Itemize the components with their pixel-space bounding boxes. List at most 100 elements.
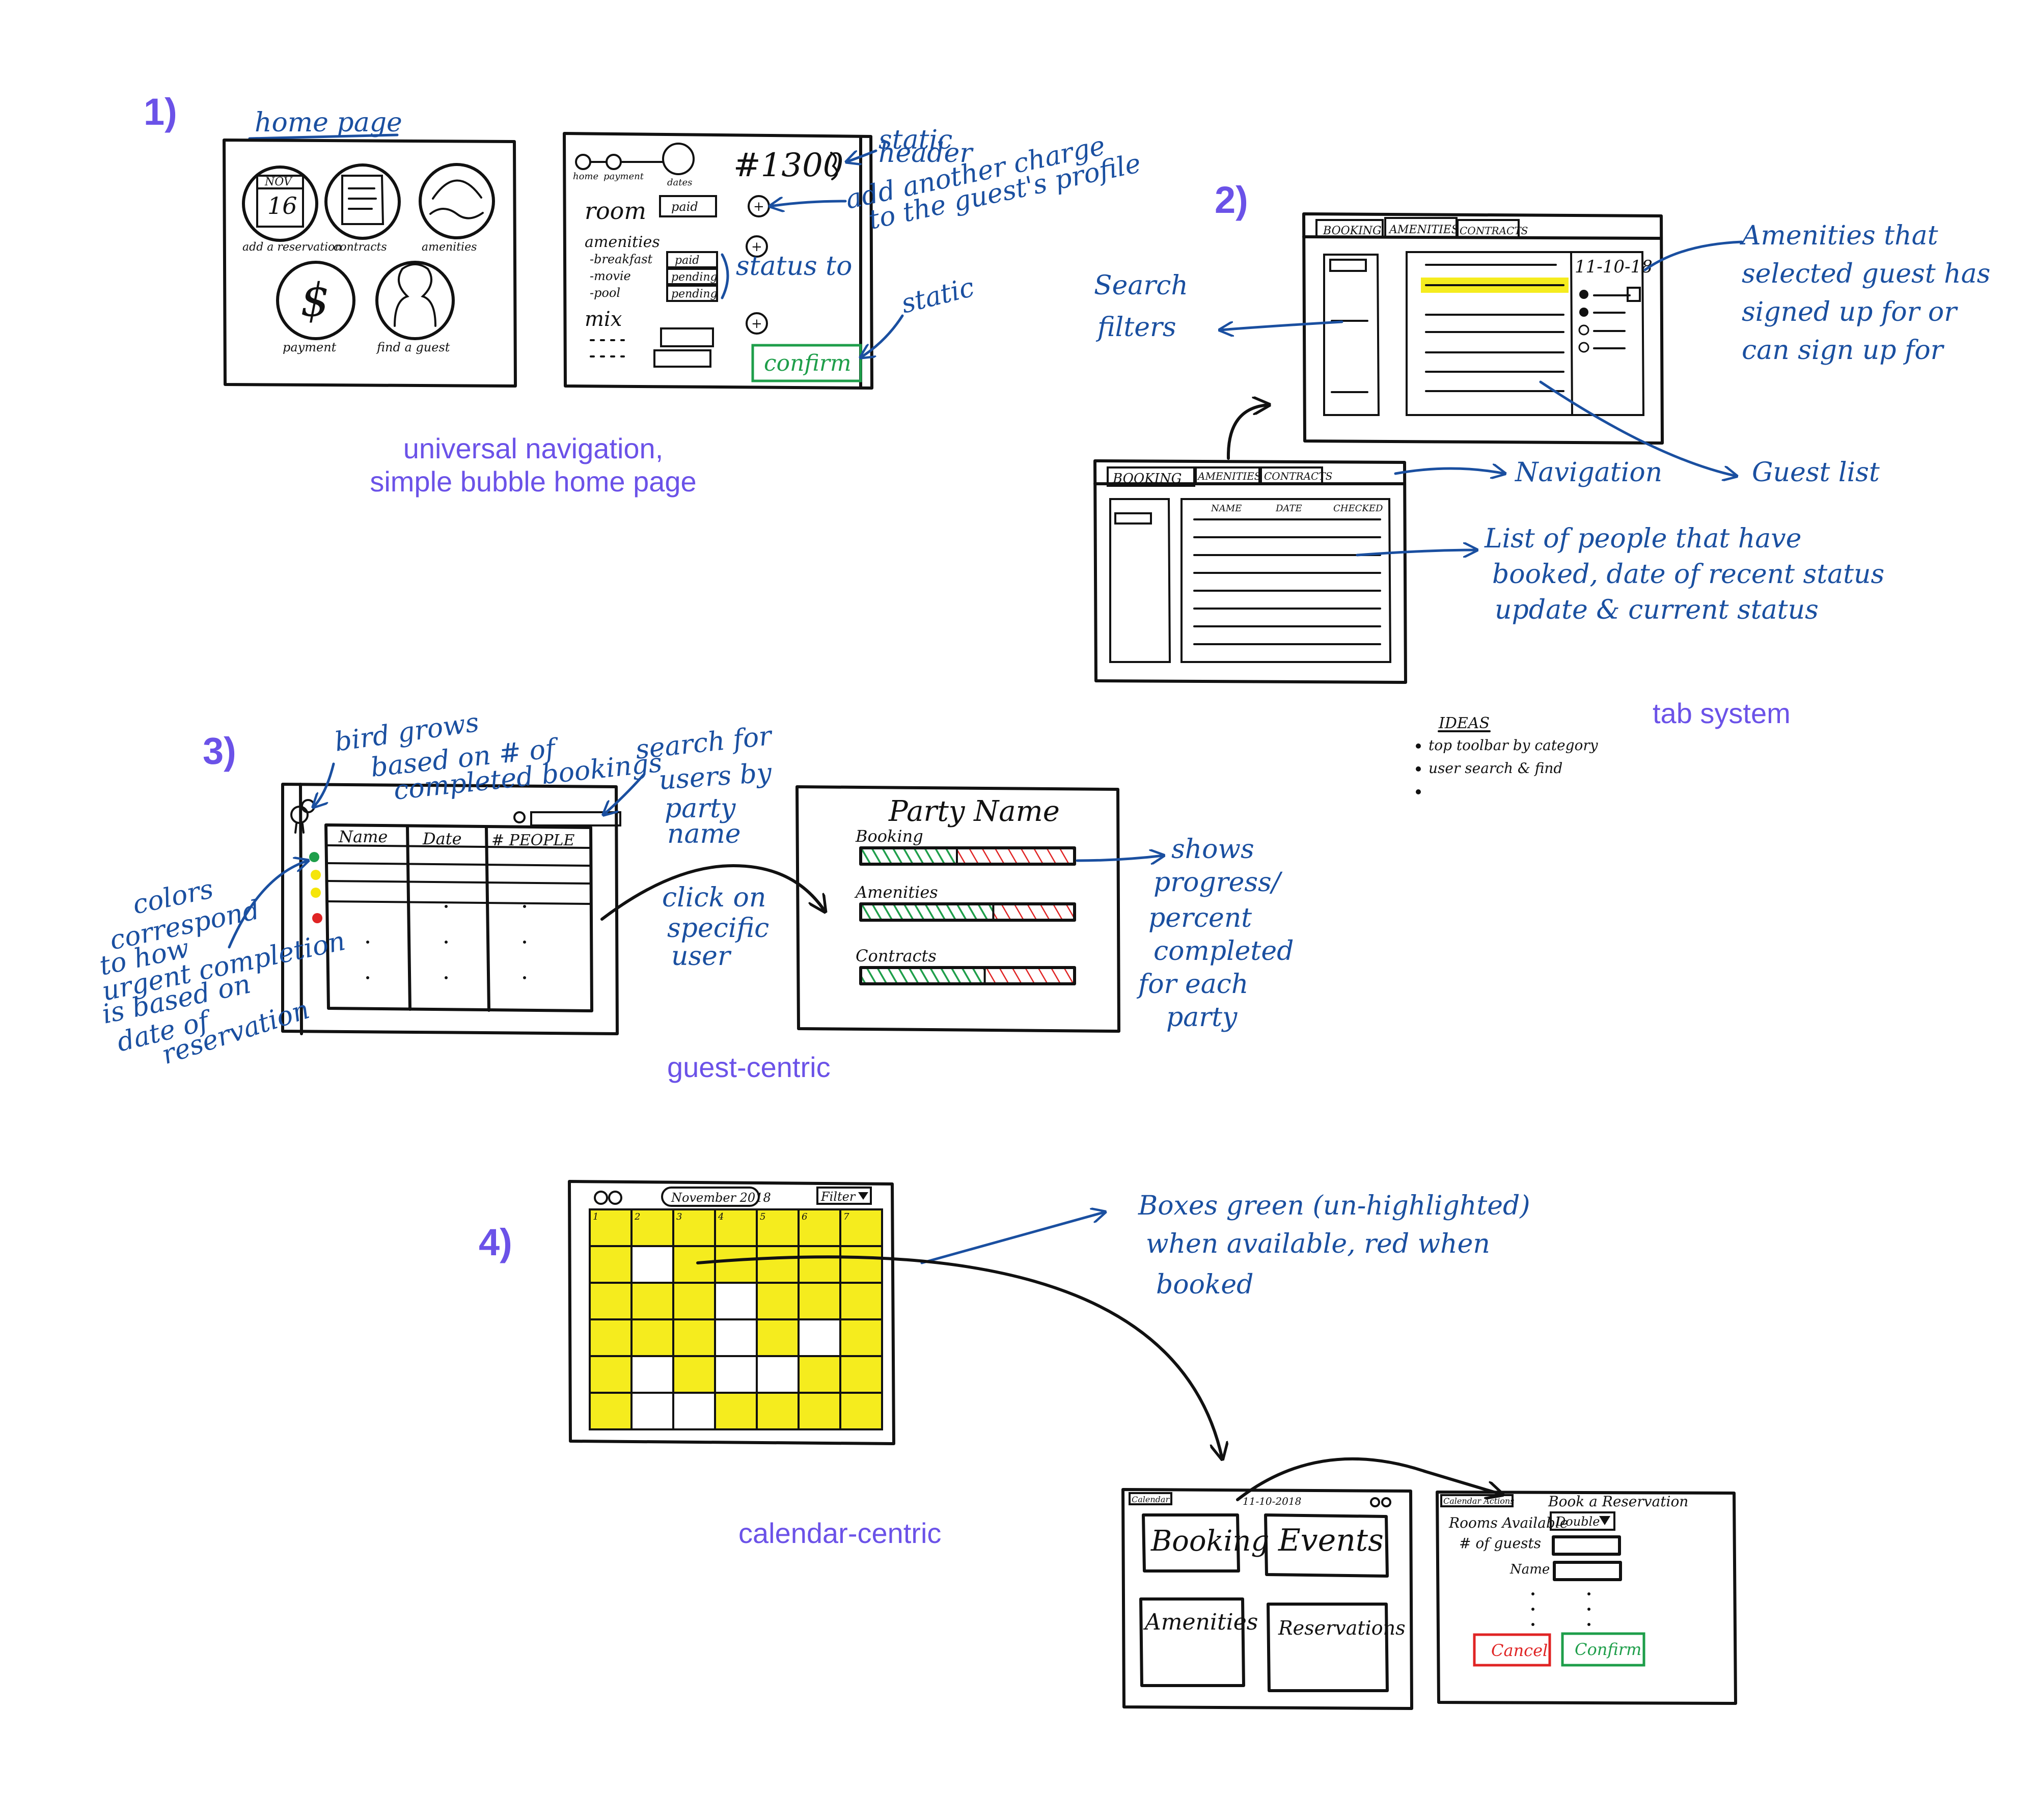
- calendar-day-cell[interactable]: [756, 1245, 800, 1284]
- tile-reservations[interactable]: Reservations: [1267, 1603, 1406, 1692]
- tile-events[interactable]: Events: [1264, 1513, 1389, 1578]
- guests-input[interactable]: [1552, 1535, 1621, 1556]
- bubble-payment[interactable]: $ payment: [276, 261, 355, 354]
- calendar-day-cell[interactable]: [839, 1245, 883, 1284]
- filter-dropdown[interactable]: Filter: [816, 1187, 872, 1205]
- bubble-find-guest[interactable]: find a guest: [375, 261, 455, 354]
- confirm-button[interactable]: confirm: [751, 344, 862, 382]
- calendar-day-cell[interactable]: [589, 1245, 633, 1284]
- calendar-day-cell[interactable]: [756, 1282, 800, 1320]
- calendar-day-cell[interactable]: [630, 1355, 674, 1394]
- calendar-day-cell[interactable]: [589, 1318, 633, 1357]
- tab-booking[interactable]: BOOKING: [1315, 219, 1384, 238]
- note-list: List of people that have: [1484, 523, 1801, 554]
- calendar-day-cell[interactable]: [589, 1208, 633, 1247]
- section-number-3: 3): [203, 730, 236, 772]
- tab-contracts[interactable]: CONTRACTS: [1457, 219, 1528, 238]
- add-charge-misc-button[interactable]: [746, 312, 768, 335]
- back-calendar-actions-button[interactable]: [1440, 1494, 1514, 1507]
- calendar-day-cell[interactable]: [589, 1392, 633, 1430]
- calendar-day-cell[interactable]: [714, 1355, 758, 1394]
- calendar-day-cell[interactable]: [714, 1245, 758, 1284]
- note-search: Search: [1094, 270, 1188, 301]
- calendar-day-cell[interactable]: [672, 1392, 716, 1430]
- room-detail-sketch: home payment dates #1300 room paid + ame…: [563, 132, 873, 390]
- bubble-add-reservation[interactable]: NOV 16 add a reservation: [242, 166, 342, 254]
- tab-amenities[interactable]: AMENITIES: [1195, 466, 1261, 485]
- calendar-day-cell[interactable]: [630, 1208, 674, 1247]
- confirm-button[interactable]: Confirm: [1561, 1632, 1645, 1667]
- calendar-day-cell[interactable]: [798, 1318, 841, 1357]
- note-boxes: when available, red when: [1146, 1229, 1490, 1259]
- calendar-day-cell[interactable]: [672, 1318, 716, 1357]
- reservation-form-sketch: Calendar Actions Book a Reservation Room…: [1436, 1491, 1737, 1705]
- next-month-button[interactable]: [608, 1191, 622, 1205]
- tab-label: CONTRACTS: [1460, 225, 1528, 237]
- column-header: CHECKED: [1333, 503, 1383, 514]
- chevron-down-icon: [1599, 1516, 1610, 1525]
- flow-arrow-day-to-form: [1236, 1457, 1502, 1501]
- tab-booking[interactable]: BOOKING: [1107, 466, 1195, 487]
- tab-amenities[interactable]: AMENITIES: [1384, 217, 1459, 238]
- nav-payment: payment: [603, 171, 644, 182]
- calendar-day-cell[interactable]: [798, 1282, 841, 1320]
- tab-contracts[interactable]: CONTRACTS: [1260, 466, 1332, 485]
- note-search: users by: [658, 758, 773, 796]
- note-amenities: selected guest has: [1742, 259, 1990, 289]
- column-header-people: # PEOPLE: [491, 832, 574, 849]
- calendar-day-cell[interactable]: [714, 1392, 758, 1430]
- calendar-day-cell[interactable]: [714, 1318, 758, 1357]
- calendar-day-number: 7: [843, 1211, 849, 1222]
- calendar-day-cell[interactable]: [714, 1282, 758, 1320]
- calendar-day-cell[interactable]: [630, 1318, 674, 1357]
- prev-month-button[interactable]: [594, 1191, 608, 1205]
- calendar-day-cell[interactable]: [839, 1355, 883, 1394]
- tile-amenities[interactable]: Amenities: [1139, 1597, 1258, 1687]
- note-static: static: [878, 125, 952, 155]
- calendar-day-cell[interactable]: [672, 1282, 716, 1320]
- calendar-day-cell[interactable]: [672, 1355, 716, 1394]
- tile-booking[interactable]: Booking: [1142, 1513, 1269, 1573]
- calendar-day-cell[interactable]: [756, 1318, 800, 1357]
- name-input[interactable]: [1553, 1561, 1622, 1581]
- cancel-label: Cancel: [1491, 1641, 1548, 1660]
- month-pill: November 2018: [661, 1187, 771, 1207]
- column-header-name: Name: [338, 827, 388, 846]
- note-list: update & current status: [1495, 595, 1819, 625]
- calendar-day-cell[interactable]: [672, 1245, 716, 1284]
- back-calendar-button[interactable]: [1129, 1492, 1172, 1505]
- back-calendar-label: Calendar: [1132, 1495, 1170, 1504]
- idea-item: user search & find: [1429, 760, 1562, 777]
- add-charge-amenity-button[interactable]: [746, 235, 768, 258]
- note-filters: filters: [1095, 312, 1176, 343]
- note-arrow-calendar: [920, 1212, 1105, 1264]
- calendar-day-cell[interactable]: [630, 1282, 674, 1320]
- status-dot-yellow: [311, 870, 321, 880]
- day-date: 11-10-2018: [1243, 1495, 1301, 1507]
- room-label: room: [585, 197, 646, 225]
- bubble-contracts[interactable]: contracts: [324, 163, 401, 254]
- column-header: DATE: [1275, 503, 1302, 514]
- caption-3: guest-centric: [667, 1051, 831, 1083]
- nav-dates: dates: [667, 177, 692, 188]
- calendar-day-cell[interactable]: [798, 1392, 841, 1430]
- calendar-day-cell[interactable]: [756, 1392, 800, 1430]
- calendar-day-cell[interactable]: [630, 1392, 674, 1430]
- nav-breadcrumb[interactable]: home payment dates: [573, 143, 695, 188]
- bubble-amenities[interactable]: amenities: [419, 163, 495, 254]
- calendar-day-cell[interactable]: [589, 1355, 633, 1394]
- calendar-day-cell[interactable]: [798, 1245, 841, 1284]
- guest-search[interactable]: [513, 811, 621, 826]
- calendar-day-cell[interactable]: [756, 1355, 800, 1394]
- calendar-day-cell[interactable]: [630, 1245, 674, 1284]
- calendar-day-cell[interactable]: [839, 1282, 883, 1320]
- calendar-day-cell[interactable]: [798, 1355, 841, 1394]
- calendar-day-cell[interactable]: [672, 1208, 716, 1247]
- calendar-day-cell[interactable]: [589, 1282, 633, 1320]
- calendar-day-cell[interactable]: [839, 1318, 883, 1357]
- cancel-button[interactable]: Cancel: [1473, 1633, 1551, 1667]
- room-type-select[interactable]: Double: [1550, 1511, 1615, 1531]
- progress-remaining-fill: [993, 904, 1075, 920]
- calendar-day-cell[interactable]: [839, 1392, 883, 1430]
- misc-label: mix: [585, 308, 622, 331]
